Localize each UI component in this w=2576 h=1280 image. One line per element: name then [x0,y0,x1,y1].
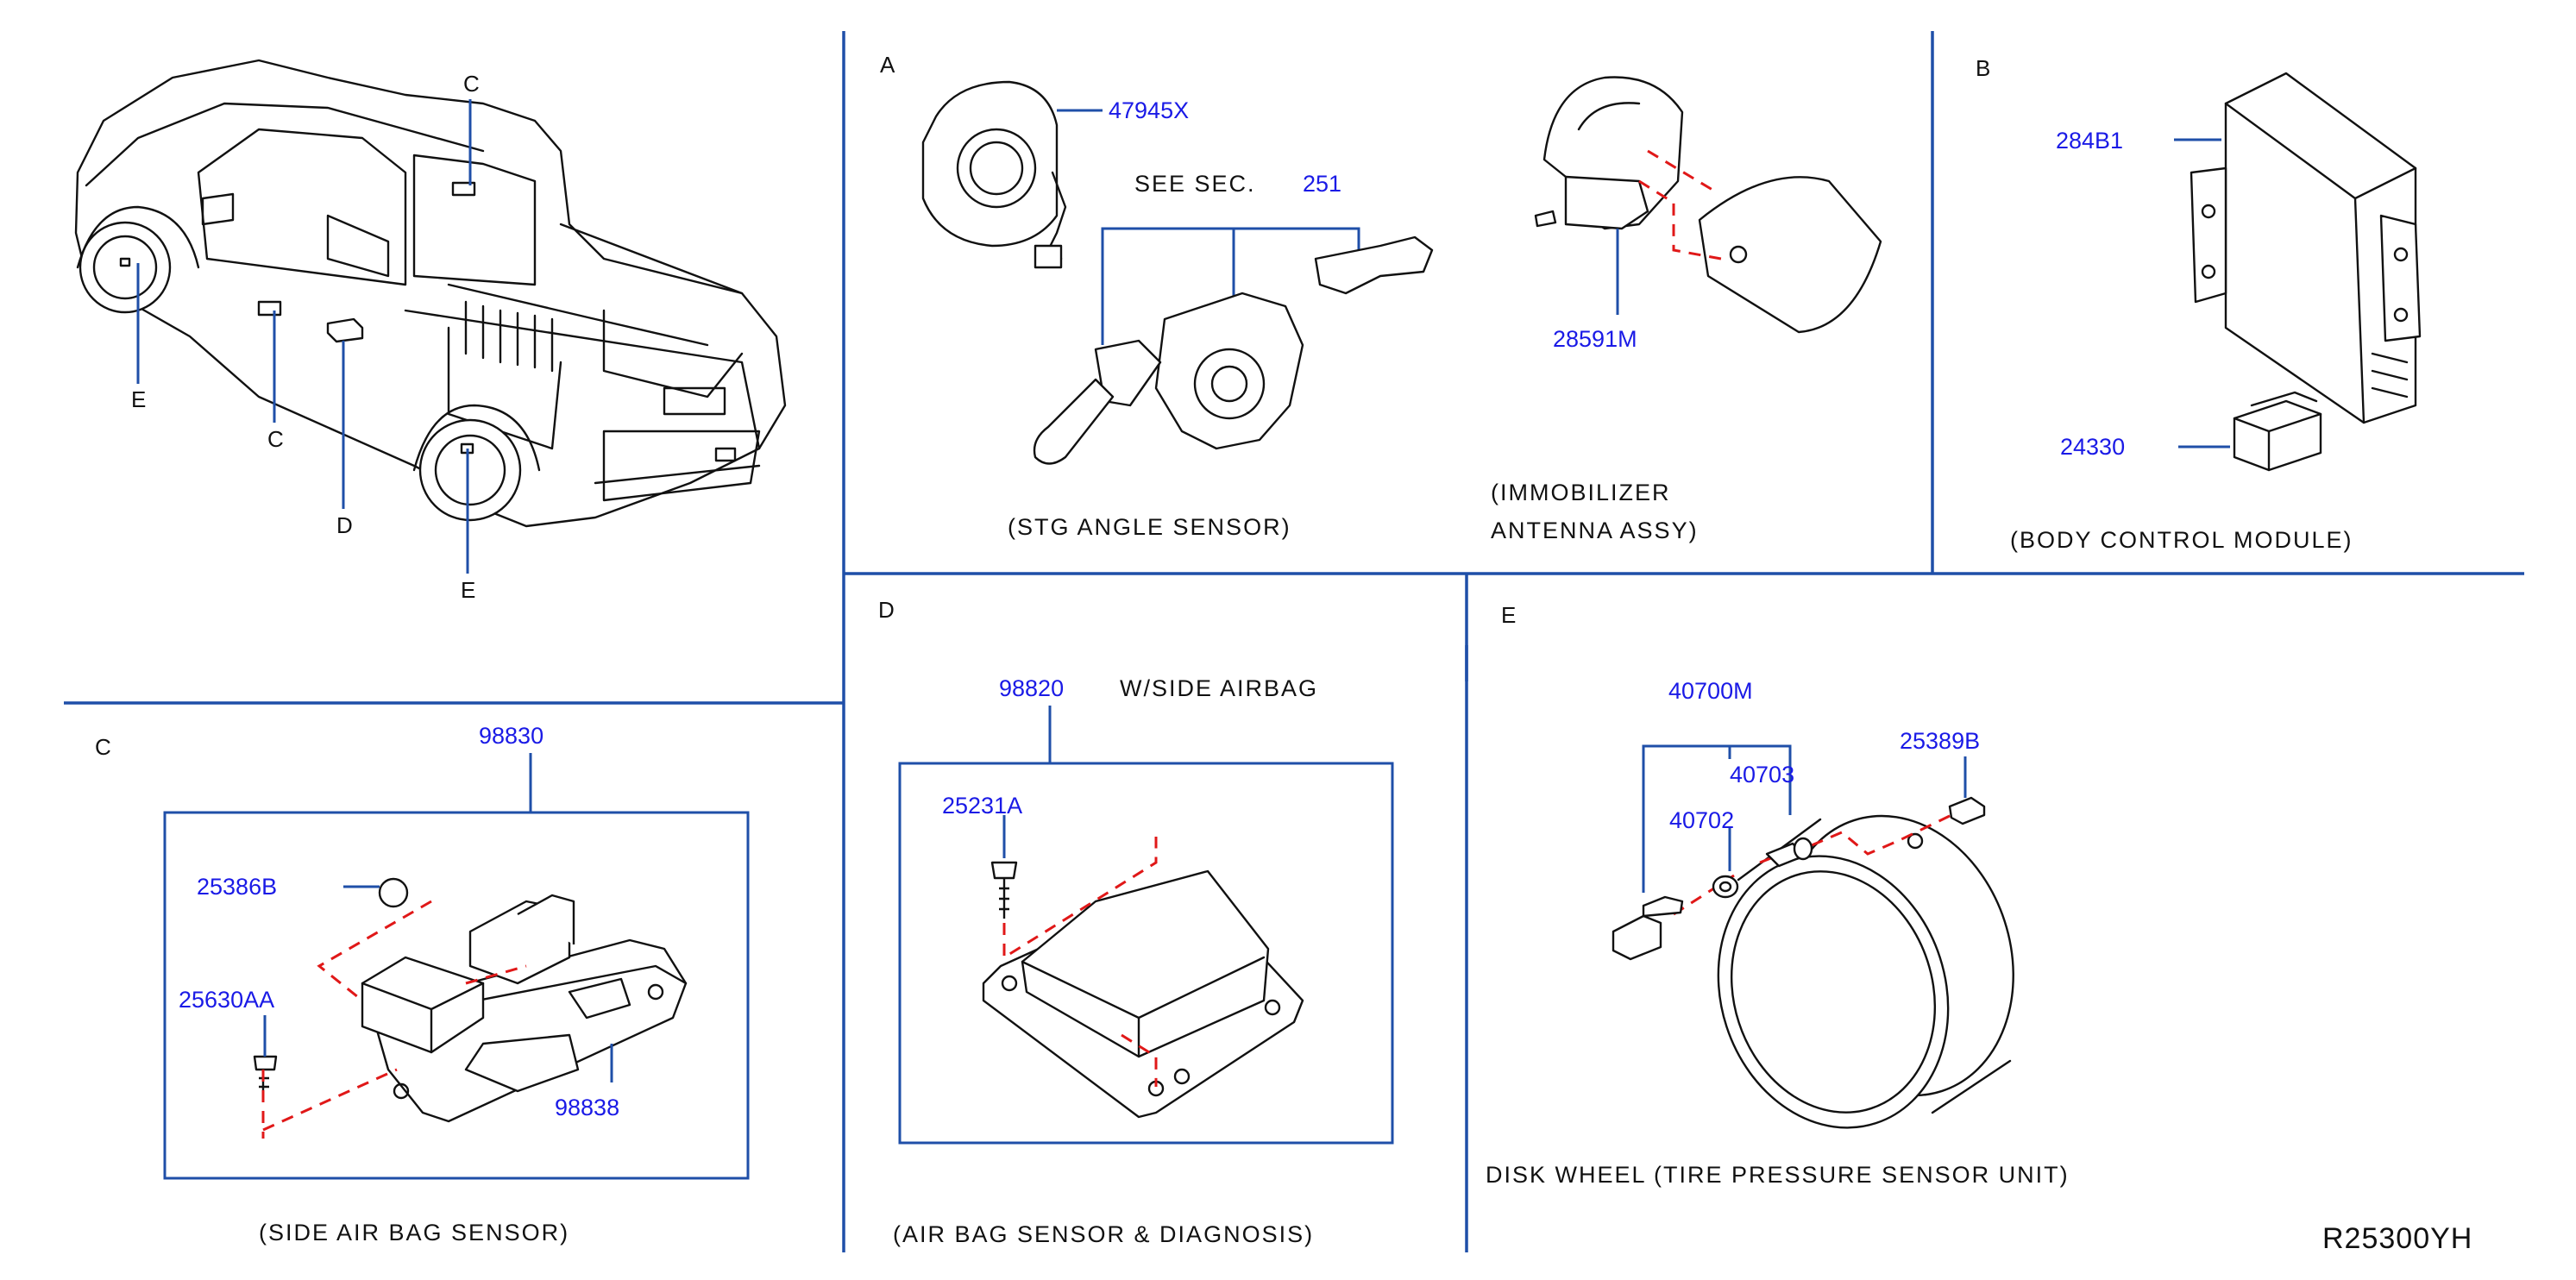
part-number-40703: 40703 [1730,762,1794,787]
callout-c-door: C [267,426,284,452]
part-number-25630aa: 25630AA [179,987,274,1013]
steering-angle-sensor-ring [921,80,1067,269]
part-number-284b1: 284B1 [2056,128,2123,154]
section-b: B 284B1 24330 (BODY CONTROL MODULE) [1976,55,2422,553]
caption-body-control-module: (BODY CONTROL MODULE) [2010,527,2353,553]
section-d: D 98820 W/SIDE AIRBAG 25231A (AIR BAG SE… [878,597,1394,1247]
disk-wheel [1717,796,2014,1129]
section-letter-d: D [878,597,895,623]
section-letter-e: E [1501,602,1516,628]
tpms-sensor [1612,837,1813,961]
section-a: A 47945X SEE SEC. 251 (STG ANGLE SENSOR) [880,52,1882,543]
part-number-24330: 24330 [2060,434,2125,460]
truck-overview: C E C D E [74,59,787,603]
part-number-251: 251 [1303,171,1341,197]
part-number-47945x: 47945X [1109,97,1189,123]
header-note-w-side-airbag: W/SIDE AIRBAG [1120,675,1318,701]
combination-switch [1033,235,1434,465]
callout-e-front: E [131,386,146,412]
callout-c-top: C [463,71,480,97]
caption-side-air-bag-sensor: (SIDE AIR BAG SENSOR) [259,1220,569,1245]
section-letter-b: B [1976,55,1990,81]
relay-24330 [2233,391,2322,472]
section-e: E 40700M 40703 40702 25389B DISK WHEEL (… [1465,602,2070,1188]
part-number-40700m: 40700M [1668,678,1753,704]
part-number-98820: 98820 [999,675,1064,701]
section-c: C 98830 25386B 25630AA 98838 (SIDE AIR B… [95,723,750,1245]
part-number-25389b: 25389B [1900,728,1980,754]
side-airbag-sensor [253,877,688,1123]
caption-immobilizer-2: ANTENNA ASSY) [1491,518,1699,543]
reference-code: R25300YH [2322,1222,2472,1255]
caption-stg-angle-sensor: (STG ANGLE SENSOR) [1008,514,1291,540]
section-letter-a: A [880,52,895,78]
airbag-diagnosis-unit [982,861,1304,1119]
caption-disk-wheel-tpms: DISK WHEEL (TIRE PRESSURE SENSOR UNIT) [1486,1162,2070,1188]
part-number-28591m: 28591M [1553,326,1637,352]
caption-air-bag-sensor-diagnosis: (AIR BAG SENSOR & DIAGNOSIS) [893,1221,1314,1247]
part-number-25386b: 25386B [197,874,277,900]
part-number-98838: 98838 [555,1095,619,1120]
part-number-40702: 40702 [1669,807,1734,833]
callout-d: D [336,512,353,538]
section-dividers [64,31,2524,1252]
caption-immobilizer-1: (IMMOBILIZER [1491,480,1671,505]
callout-e-rear: E [461,577,475,603]
see-sec-text: SEE SEC. [1134,171,1256,197]
immobilizer-antenna [1534,76,1882,334]
section-letter-c: C [95,734,111,760]
part-number-98830: 98830 [479,723,543,749]
body-control-module [2190,72,2422,424]
part-number-25231a: 25231A [942,793,1022,819]
